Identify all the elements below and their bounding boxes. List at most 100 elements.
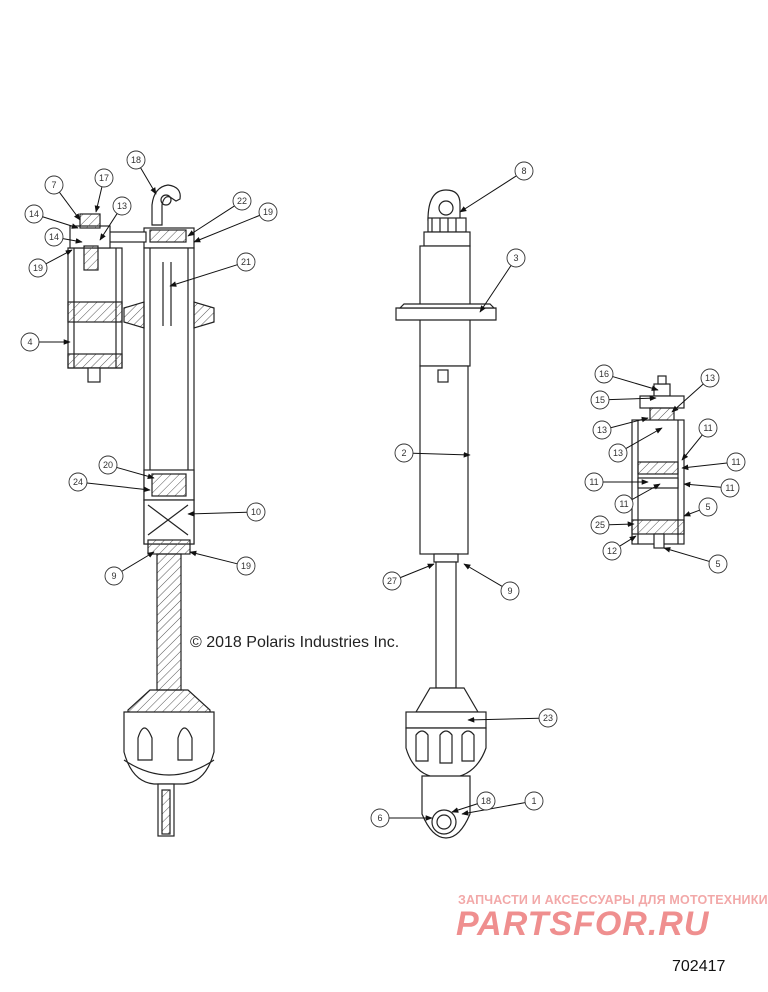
callout-leader-line xyxy=(608,521,635,527)
callout-label: 18 xyxy=(481,796,491,806)
callout-leader-line xyxy=(116,466,155,479)
callout-label: 4 xyxy=(27,337,32,347)
callout-circle xyxy=(126,150,146,170)
callout-label: 5 xyxy=(715,559,720,569)
callout-bubble: 13 xyxy=(112,196,132,216)
callout-bubble: 5 xyxy=(708,554,728,574)
callout-circle xyxy=(44,175,64,195)
callout-leader-line xyxy=(58,191,81,221)
callout-circle xyxy=(98,455,118,475)
callout-label: 13 xyxy=(613,448,623,458)
callout-bubble: 15 xyxy=(590,390,610,410)
callout-circle xyxy=(700,368,720,388)
callout-leader-line xyxy=(459,175,517,213)
callout-circle xyxy=(232,191,252,211)
callout-label: 7 xyxy=(51,180,56,190)
shock-assembly xyxy=(395,189,497,839)
callout-leader-line xyxy=(189,550,238,565)
callout-circle xyxy=(614,494,634,514)
callout-bubble: 13 xyxy=(700,368,720,388)
callout-circle xyxy=(726,452,746,472)
callout-label: 13 xyxy=(705,373,715,383)
callout-bubble: 18 xyxy=(476,791,496,811)
callout-bubble: 14 xyxy=(24,204,44,224)
callout-circle xyxy=(246,502,266,522)
callout-leader-line xyxy=(610,416,649,429)
callout-label: 13 xyxy=(597,425,607,435)
callout-circle xyxy=(44,227,64,247)
callout-bubble: 6 xyxy=(370,808,390,828)
callout-circle xyxy=(720,478,740,498)
callout-bubble: 19 xyxy=(28,258,48,278)
callout-bubble: 19 xyxy=(258,202,278,222)
callout-leader-line xyxy=(99,213,118,241)
callout-bubble: 1 xyxy=(524,791,544,811)
callout-bubble: 9 xyxy=(104,566,124,586)
callout-circle xyxy=(258,202,278,222)
callout-bubble: 16 xyxy=(594,364,614,384)
callout-circle xyxy=(476,791,496,811)
callout-bubble: 27 xyxy=(382,571,402,591)
callout-bubble: 4 xyxy=(20,332,40,352)
callout-bubble: 11 xyxy=(584,472,604,492)
callout-label: 9 xyxy=(507,586,512,596)
callout-leader-line xyxy=(42,216,79,229)
callout-circle xyxy=(524,791,544,811)
callout-label: 19 xyxy=(33,263,43,273)
callout-label: 1 xyxy=(531,796,536,806)
callout-leader-line xyxy=(671,383,704,413)
callout-label: 11 xyxy=(589,477,598,487)
callout-circle xyxy=(698,418,718,438)
callout-label: 19 xyxy=(263,207,273,217)
shock-cross-section xyxy=(67,184,215,837)
callout-bubble: 17 xyxy=(94,168,114,188)
callout-leader-line xyxy=(663,547,710,562)
callout-label: 10 xyxy=(251,507,261,517)
callout-label: 12 xyxy=(607,546,617,556)
callout-bubble: 12 xyxy=(602,541,622,561)
callout-bubble: 10 xyxy=(246,502,266,522)
callout-circle xyxy=(236,556,256,576)
callout-bubble: 22 xyxy=(232,191,252,211)
callout-label: 22 xyxy=(237,196,247,206)
callout-leader-line xyxy=(140,167,157,195)
callout-circle xyxy=(112,196,132,216)
callout-label: 11 xyxy=(619,499,628,509)
callout-leader-line xyxy=(45,249,73,265)
callout-label: 14 xyxy=(49,232,59,242)
callout-circle xyxy=(602,541,622,561)
callout-label: 21 xyxy=(241,257,251,267)
callout-circle xyxy=(608,443,628,463)
callout-leader-line xyxy=(625,427,663,449)
callout-bubble: 13 xyxy=(592,420,612,440)
callout-label: 24 xyxy=(73,477,83,487)
callout-leader-line xyxy=(121,551,155,572)
callout-leader-line xyxy=(461,802,526,816)
callout-label: 11 xyxy=(703,423,712,433)
callout-bubble: 18 xyxy=(126,150,146,170)
callout-leader-line xyxy=(187,511,248,517)
callout-circle xyxy=(370,808,390,828)
callout-circle xyxy=(506,248,526,268)
callout-bubble: 19 xyxy=(236,556,256,576)
callout-label: 14 xyxy=(29,209,39,219)
callout-label: 20 xyxy=(103,460,113,470)
callout-circle xyxy=(538,708,558,728)
callout-label: 3 xyxy=(513,253,518,263)
callout-bubble: 24 xyxy=(68,472,88,492)
callout-leader-line xyxy=(479,265,512,313)
callout-leader-line xyxy=(86,482,151,493)
callout-label: 5 xyxy=(705,502,710,512)
callout-circle xyxy=(20,332,40,352)
callout-label: 27 xyxy=(387,576,397,586)
callout-bubble: 23 xyxy=(538,708,558,728)
callout-bubble: 14 xyxy=(44,227,64,247)
callout-circle xyxy=(708,554,728,574)
callout-leader-line xyxy=(187,205,235,237)
callout-bubble: 8 xyxy=(514,161,534,181)
callout-leader-line xyxy=(681,462,728,471)
callout-circle xyxy=(94,168,114,188)
callout-bubble: 3 xyxy=(506,248,526,268)
callout-circle xyxy=(592,420,612,440)
callout-bubble: 5 xyxy=(698,497,718,517)
